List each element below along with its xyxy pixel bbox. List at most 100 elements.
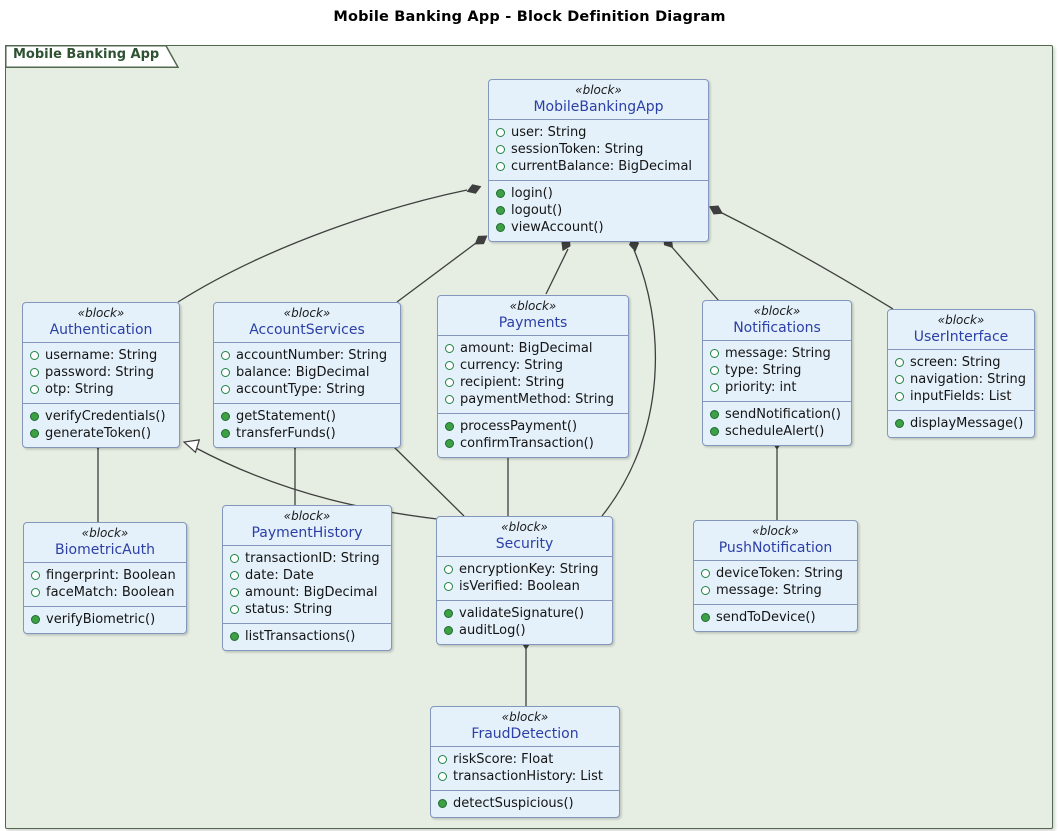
attributes-compartment: deviceToken: String message: String	[694, 560, 857, 604]
operation-icon	[444, 626, 453, 635]
attributes-compartment: username: String password: String otp: S…	[23, 342, 179, 403]
block-stereotype: «block»	[575, 83, 622, 97]
operation: login()	[496, 185, 701, 202]
operation-icon	[444, 609, 453, 618]
operations-compartment: sendNotification() scheduleAlert()	[703, 401, 851, 445]
attributes-compartment: screen: String navigation: String inputF…	[888, 349, 1034, 410]
attribute: type: String	[710, 362, 844, 379]
attribute: transactionHistory: List	[438, 768, 612, 785]
operation-icon	[496, 223, 505, 232]
operation: detectSuspicious()	[438, 795, 612, 812]
attribute: amount: BigDecimal	[445, 340, 621, 357]
attribute: transactionID: String	[230, 550, 384, 567]
attributes-compartment: transactionID: String date: Date amount:…	[223, 545, 391, 623]
attribute: otp: String	[30, 381, 172, 398]
block-authentication: «block» Authentication username: String …	[22, 302, 180, 448]
attribute: faceMatch: Boolean	[31, 584, 179, 601]
block-stereotype: «block»	[283, 509, 331, 523]
operations-compartment: sendToDevice()	[694, 604, 857, 631]
attributes-compartment: riskScore: Float transactionHistory: Lis…	[431, 746, 619, 790]
operation: validateSignature()	[444, 605, 605, 622]
operation: transferFunds()	[221, 425, 393, 442]
attribute-icon	[710, 349, 719, 358]
attribute: accountNumber: String	[221, 347, 393, 364]
operations-compartment: validateSignature() auditLog()	[437, 600, 612, 644]
operation: processPayment()	[445, 418, 621, 435]
attribute-icon	[230, 554, 239, 563]
frame-tab-shape	[5, 45, 180, 68]
attribute-icon	[895, 375, 904, 384]
block-name: Notifications	[733, 320, 821, 336]
attribute: message: String	[701, 582, 850, 599]
attribute-icon	[895, 392, 904, 401]
attribute-icon	[230, 605, 239, 614]
attribute-icon	[438, 755, 447, 764]
attribute-icon	[30, 368, 39, 377]
attribute: amount: BigDecimal	[230, 584, 384, 601]
attribute-icon	[445, 395, 454, 404]
block-frauddetection: «block» FraudDetection riskScore: Float …	[430, 706, 620, 818]
attribute-icon	[221, 368, 230, 377]
operation: scheduleAlert()	[710, 423, 844, 440]
attribute: date: Date	[230, 567, 384, 584]
attribute: inputFields: List	[895, 388, 1027, 405]
block-name: MobileBankingApp	[533, 99, 664, 115]
operation: viewAccount()	[496, 219, 701, 236]
attribute-icon	[221, 351, 230, 360]
operation: displayMessage()	[895, 415, 1027, 432]
operation-icon	[445, 439, 454, 448]
block-name: Security	[495, 536, 554, 552]
attribute: recipient: String	[445, 374, 621, 391]
attribute: isVerified: Boolean	[444, 578, 605, 595]
attribute: deviceToken: String	[701, 565, 850, 582]
block-userinterface: «block» UserInterface screen: String nav…	[887, 309, 1035, 438]
operation: logout()	[496, 202, 701, 219]
attribute: status: String	[230, 601, 384, 618]
block-accountservices: «block» AccountServices accountNumber: S…	[213, 302, 401, 448]
attribute-icon	[895, 358, 904, 367]
attribute: password: String	[30, 364, 172, 381]
block-security: «block» Security encryptionKey: String i…	[436, 516, 613, 645]
attribute-icon	[230, 588, 239, 597]
attribute-icon	[444, 582, 453, 591]
operation: verifyBiometric()	[31, 611, 179, 628]
attribute-icon	[230, 571, 239, 580]
operation-icon	[221, 429, 230, 438]
attribute: user: String	[496, 124, 701, 141]
block-stereotype: «block»	[283, 306, 331, 320]
attributes-compartment: encryptionKey: String isVerified: Boolea…	[437, 556, 612, 600]
block-stereotype: «block»	[81, 526, 129, 540]
block-biometricauth: «block» BiometricAuth fingerprint: Boole…	[23, 522, 187, 634]
block-stereotype: «block»	[77, 306, 125, 320]
operations-compartment: processPayment() confirmTransaction()	[438, 413, 628, 457]
operation: getStatement()	[221, 408, 393, 425]
operation-icon	[496, 206, 505, 215]
attribute-icon	[31, 588, 40, 597]
operations-compartment: getStatement() transferFunds()	[214, 403, 400, 447]
operation: verifyCredentials()	[30, 408, 172, 425]
attribute-icon	[31, 571, 40, 580]
frame-tab	[5, 45, 180, 68]
attribute: paymentMethod: String	[445, 391, 621, 408]
attribute: sessionToken: String	[496, 141, 701, 158]
attributes-compartment: amount: BigDecimal currency: String reci…	[438, 335, 628, 413]
attribute-icon	[496, 128, 505, 137]
attribute: screen: String	[895, 354, 1027, 371]
operation-icon	[445, 422, 454, 431]
block-name: PushNotification	[718, 540, 833, 556]
block-stereotype: «block»	[937, 313, 985, 327]
operation-icon	[710, 410, 719, 419]
operation-icon	[31, 615, 40, 624]
attribute: encryptionKey: String	[444, 561, 605, 578]
attribute-icon	[445, 378, 454, 387]
operation-icon	[701, 613, 710, 622]
attribute-icon	[30, 385, 39, 394]
attribute-icon	[438, 772, 447, 781]
attribute: fingerprint: Boolean	[31, 567, 179, 584]
operations-compartment: verifyCredentials() generateToken()	[23, 403, 179, 447]
block-name: AccountServices	[249, 322, 365, 338]
operation-icon	[230, 632, 239, 641]
attribute-icon	[444, 565, 453, 574]
block-name: BiometricAuth	[55, 542, 155, 558]
